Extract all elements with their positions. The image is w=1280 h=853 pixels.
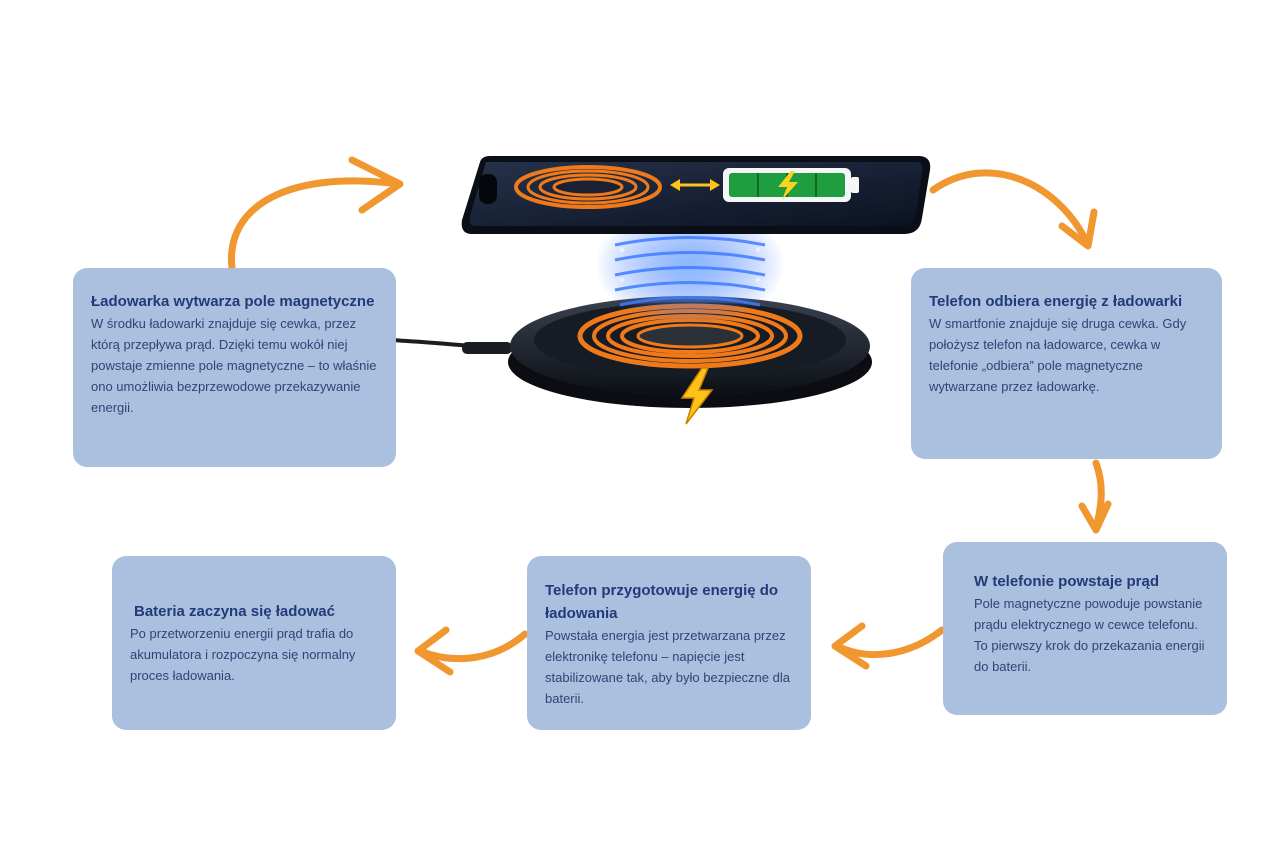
step-text: Po przetworzeniu energii prąd trafia do … bbox=[130, 626, 356, 683]
step-card-battery-charging: Bateria zaczyna się ładować Po przetworz… bbox=[112, 556, 396, 730]
step-title: Telefon przygotowuje energię do ładowani… bbox=[545, 582, 779, 622]
step-text: Pole magnetyczne powoduje powstanie prąd… bbox=[974, 596, 1205, 674]
step-card-energy-prepared: Telefon przygotowuje energię do ładowani… bbox=[527, 556, 811, 730]
flow-arrow-icon bbox=[831, 622, 946, 670]
step-title: Telefon odbiera energię z ładowarki bbox=[929, 293, 1183, 310]
flow-arrow-icon bbox=[929, 169, 1098, 250]
lightning-bolt-icon bbox=[680, 367, 714, 425]
step-card-charger-field: Ładowarka wytwarza pole magnetyczne W śr… bbox=[73, 268, 396, 467]
step-title: W telefonie powstaje prąd bbox=[974, 573, 1160, 590]
step-card-current-generated: W telefonie powstaje prąd Pole magnetycz… bbox=[943, 542, 1227, 715]
flow-arrow-icon bbox=[1078, 459, 1112, 534]
transfer-arrow bbox=[670, 179, 720, 191]
step-text: Powstała energia jest przetwarzana przez… bbox=[545, 628, 790, 706]
lightning-bolt-icon bbox=[778, 171, 798, 200]
flow-arrow-icon bbox=[414, 626, 529, 676]
flow-arrow-icon bbox=[228, 156, 404, 272]
battery-icon bbox=[723, 168, 859, 202]
step-title: Bateria zaczyna się ładować bbox=[134, 603, 335, 620]
step-text: W środku ładowarki znajduje się cewka, p… bbox=[91, 316, 377, 415]
wireless-charging-illustration bbox=[390, 156, 931, 425]
step-text: W smartfonie znajduje się druga cewka. G… bbox=[929, 316, 1187, 394]
phone-icon bbox=[461, 156, 931, 234]
step-title: Ładowarka wytwarza pole magnetyczne bbox=[91, 293, 375, 310]
coil-icon bbox=[514, 165, 662, 209]
step-card-phone-receives: Telefon odbiera energię z ładowarki W sm… bbox=[911, 268, 1222, 459]
